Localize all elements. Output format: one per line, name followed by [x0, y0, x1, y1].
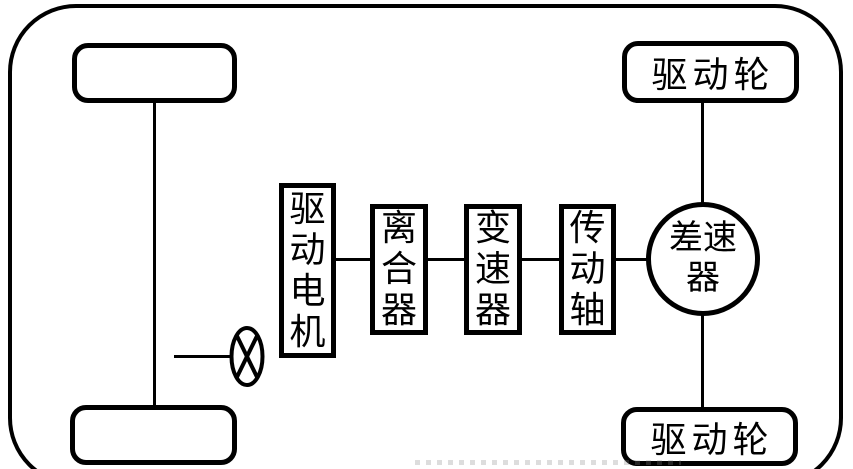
rear-left-wheel	[70, 405, 237, 465]
left-axle-line	[153, 101, 156, 407]
transmission-label: 变速器	[474, 208, 511, 330]
differential-label: 差速器	[669, 220, 737, 297]
drive-motor-box: 驱动电机	[279, 183, 336, 358]
stub-connector-line	[174, 355, 232, 358]
connector-clutch-transmission	[426, 258, 466, 261]
transmission-box: 变速器	[464, 204, 522, 335]
drive-wheel-top-label: 驱动轮	[651, 55, 775, 95]
clutch-label: 离合器	[380, 208, 417, 330]
drive-wheel-bottom-box: 驱动轮	[621, 407, 798, 466]
differential-circle: 差速器	[646, 202, 760, 316]
drive-motor-label: 驱动电机	[289, 188, 326, 352]
vehicle-body-outline	[8, 4, 843, 469]
watermark-remnant	[415, 460, 681, 465]
crossed-circle-icon	[229, 326, 265, 387]
connector-motor-clutch	[334, 258, 372, 261]
front-left-wheel	[72, 43, 237, 103]
connector-transmission-driveshaft	[520, 258, 561, 261]
drive-shaft-label: 传动轴	[569, 208, 606, 330]
drive-wheel-bottom-label: 驱动轮	[650, 419, 774, 460]
drive-shaft-box: 传动轴	[559, 204, 616, 335]
clutch-box: 离合器	[370, 204, 428, 335]
connector-differential-top-wheel	[701, 101, 704, 205]
connector-driveshaft-differential	[613, 258, 649, 261]
drive-wheel-top-box: 驱动轮	[622, 41, 799, 103]
connector-differential-bottom-wheel	[701, 314, 704, 410]
